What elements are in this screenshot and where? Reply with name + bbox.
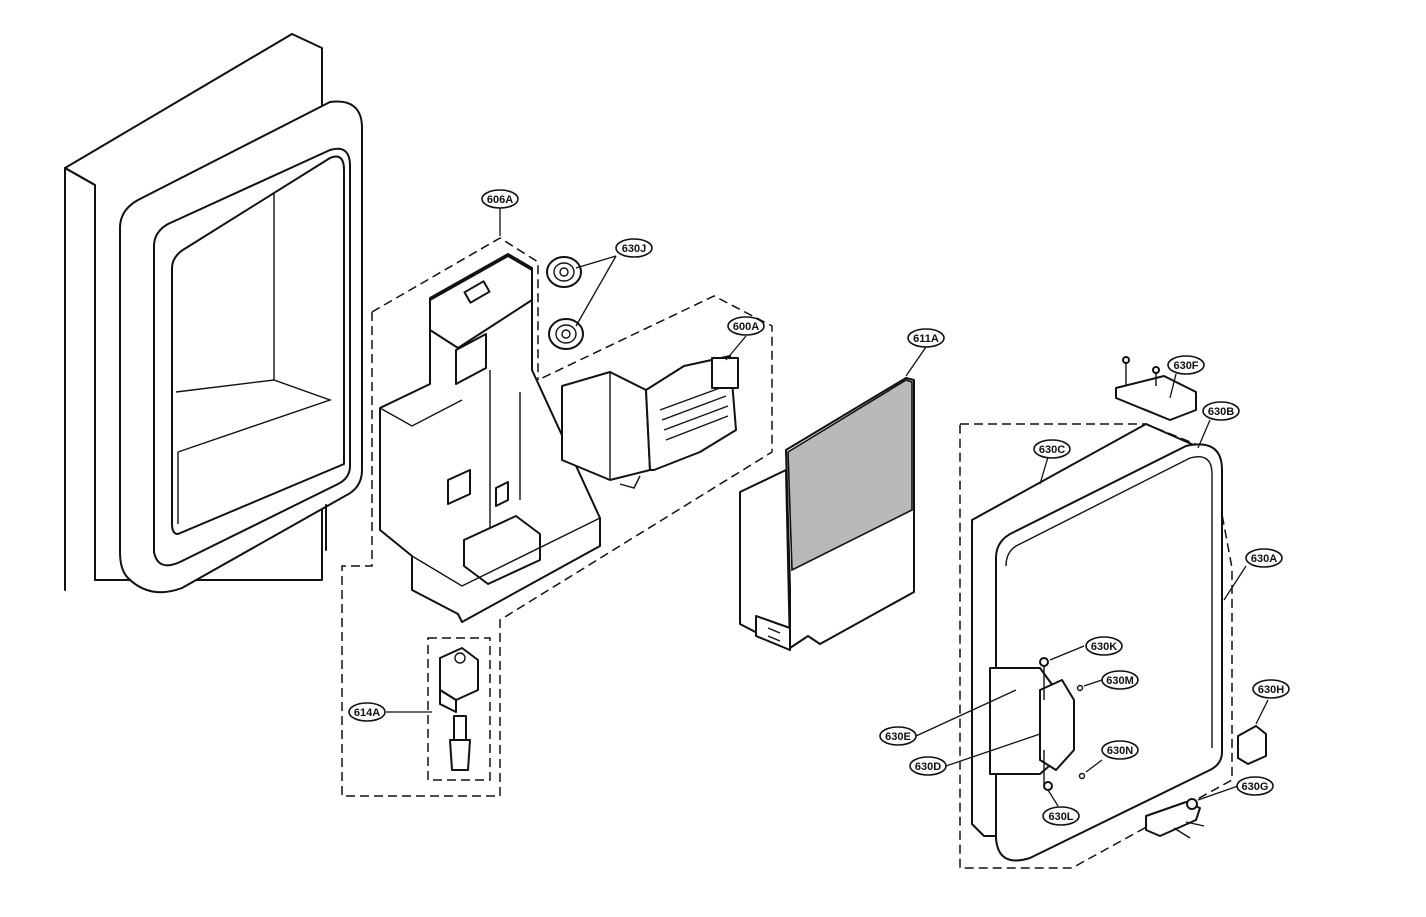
callout-label-630M: 630M	[1106, 675, 1134, 687]
callout-630J: 630J	[615, 238, 653, 258]
callout-label-611A: 611A	[913, 333, 939, 345]
callout-label-630G: 630G	[1242, 781, 1269, 793]
callout-label-614A: 614A	[354, 707, 380, 719]
callout-label-630K: 630K	[1091, 641, 1117, 653]
callout-614A: 614A	[348, 702, 386, 722]
callout-630H: 630H	[1252, 679, 1290, 699]
roller-wheels	[546, 256, 584, 350]
leader-lines	[386, 207, 1269, 807]
callout-630B: 630B	[1202, 401, 1240, 421]
door-outer-panel	[64, 33, 363, 594]
callout-label-630A: 630A	[1251, 553, 1277, 565]
callout-630C: 630C	[1033, 439, 1071, 459]
callout-label-630C: 630C	[1039, 444, 1065, 456]
callout-label-630H: 630H	[1258, 684, 1284, 696]
hinge-cap	[1237, 725, 1267, 765]
top-hinge	[1115, 356, 1197, 421]
callout-606A: 606A	[481, 189, 519, 209]
callout-630A: 630A	[1245, 548, 1283, 568]
water-filter	[427, 637, 491, 781]
callout-label-600A: 600A	[733, 321, 759, 333]
callout-630M: 630M	[1101, 670, 1139, 690]
ice-bin-cover	[739, 377, 915, 651]
bottom-hinge-bracket	[1145, 798, 1205, 839]
callout-label-606A: 606A	[487, 194, 513, 206]
callout-630K: 630K	[1085, 636, 1123, 656]
callout-label-630F: 630F	[1173, 360, 1198, 372]
callout-630L: 630L	[1042, 806, 1080, 826]
callout-630N: 630N	[1101, 740, 1139, 760]
callout-630E: 630E	[879, 726, 917, 746]
callout-label-630B: 630B	[1208, 406, 1234, 418]
callout-label-630D: 630D	[915, 761, 941, 773]
dispenser-housing	[341, 237, 773, 797]
callout-label-630J: 630J	[622, 243, 646, 255]
callout-label-630L: 630L	[1048, 811, 1073, 823]
callout-611A: 611A	[907, 328, 945, 348]
callout-label-630N: 630N	[1107, 745, 1133, 757]
callout-630D: 630D	[909, 756, 947, 776]
callout-600A: 600A	[727, 316, 765, 336]
callout-630F: 630F	[1167, 355, 1205, 375]
callout-630G: 630G	[1236, 776, 1274, 796]
ice-maker	[561, 355, 739, 489]
callout-label-630E: 630E	[885, 731, 911, 743]
